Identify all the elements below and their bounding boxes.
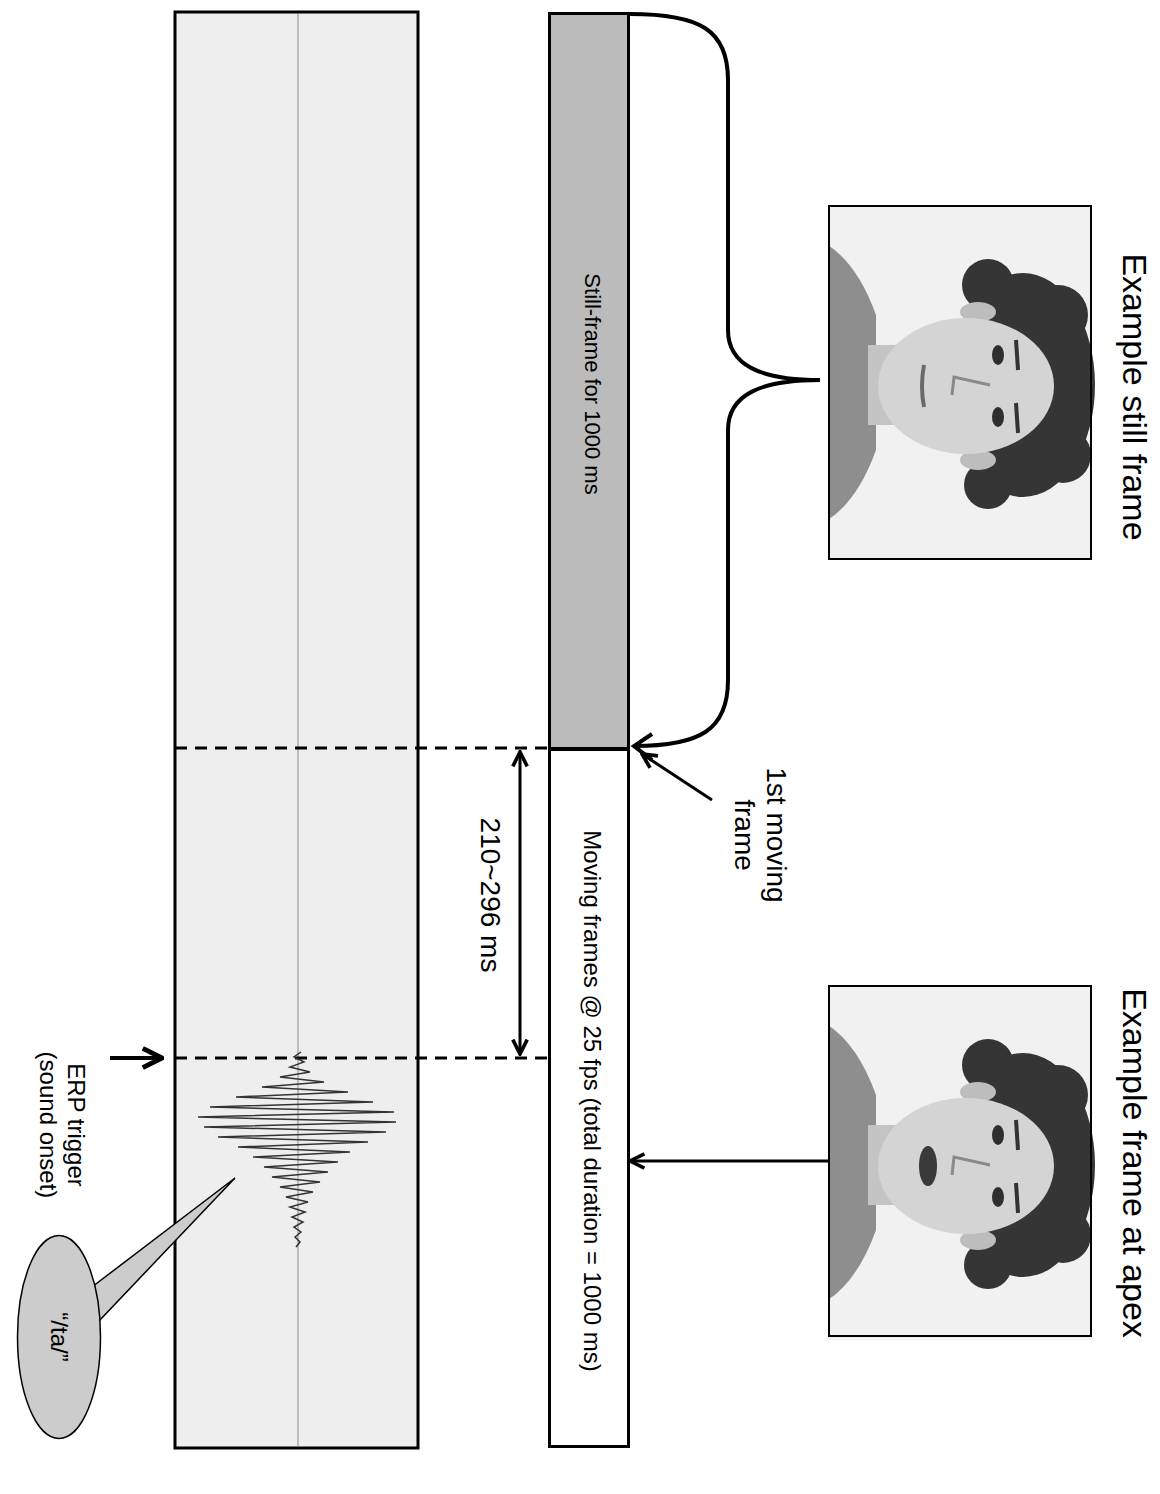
face-photo xyxy=(828,205,1095,560)
callout-label: 1st moving frame xyxy=(728,755,792,915)
photo-heading: Example still frame xyxy=(1114,253,1153,540)
photo-heading: Example frame at apex xyxy=(1114,988,1153,1338)
brace xyxy=(630,14,820,746)
dashed-marker xyxy=(175,1057,548,1060)
face-photo xyxy=(828,985,1095,1340)
bubble-ellipse xyxy=(18,1236,101,1439)
bar-label: Moving frames @ 25 fps (total duration =… xyxy=(578,830,606,1371)
bubble-tail xyxy=(88,1178,235,1322)
photo-frame: Example still frame xyxy=(828,205,1092,560)
still-frame-bar: Still-frame for 1000 ms xyxy=(548,12,630,750)
moving-frames-bar: Moving frames @ 25 fps (total duration =… xyxy=(548,748,630,1448)
interval-label: 210~296 ms xyxy=(474,818,506,973)
dashed-marker xyxy=(175,747,548,750)
interval-arrow xyxy=(519,752,522,1054)
bar-label: Still-frame for 1000 ms xyxy=(579,273,604,494)
bubble-text: “/ta/” xyxy=(45,1312,73,1361)
leader-arrow xyxy=(642,754,712,800)
speech-bubble: “/ta/” xyxy=(16,1234,102,1440)
trigger-label: ERP trigger (sound onset) xyxy=(34,1038,89,1213)
trigger-arrow xyxy=(110,1056,162,1060)
baseline xyxy=(297,14,299,1446)
sound-waveform xyxy=(198,1052,396,1247)
waveform-panel xyxy=(175,12,418,1448)
photo-frame: Example frame at apex xyxy=(828,985,1092,1337)
pointer-arrow xyxy=(630,1160,828,1163)
